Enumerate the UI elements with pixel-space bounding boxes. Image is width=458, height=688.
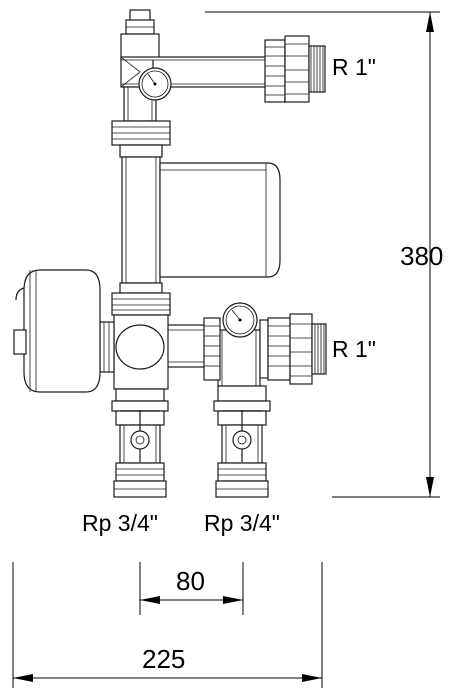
- thread-label-top: R 1": [332, 54, 376, 80]
- top-union-fitting: [264, 35, 326, 103]
- width-dimension-value: 225: [142, 644, 186, 674]
- right-riser: [203, 317, 261, 387]
- valve-actuator: [13, 269, 101, 393]
- right-ball-valve: [213, 385, 271, 498]
- thread-label-middle: R 1": [332, 336, 376, 362]
- top-vent-fitting: [120, 9, 160, 61]
- pump-lower-nut: [111, 282, 171, 316]
- thermometer-top: [138, 60, 172, 101]
- thermometer-right: [222, 302, 258, 338]
- spacing-dimension-value: 80: [176, 566, 205, 596]
- port-label-left: Rp 3/4": [82, 510, 158, 536]
- middle-union-fitting: [259, 313, 327, 385]
- pump-upper-nut: [111, 120, 171, 158]
- mixing-valve: [99, 314, 211, 390]
- spacing-dimension: [139, 562, 244, 615]
- width-dimension: [12, 562, 323, 688]
- height-dimension: [205, 11, 440, 498]
- port-label-right: Rp 3/4": [204, 510, 280, 536]
- left-ball-valve: [111, 388, 169, 498]
- circulation-pump: [121, 156, 281, 284]
- height-dimension-value: 380: [400, 241, 444, 271]
